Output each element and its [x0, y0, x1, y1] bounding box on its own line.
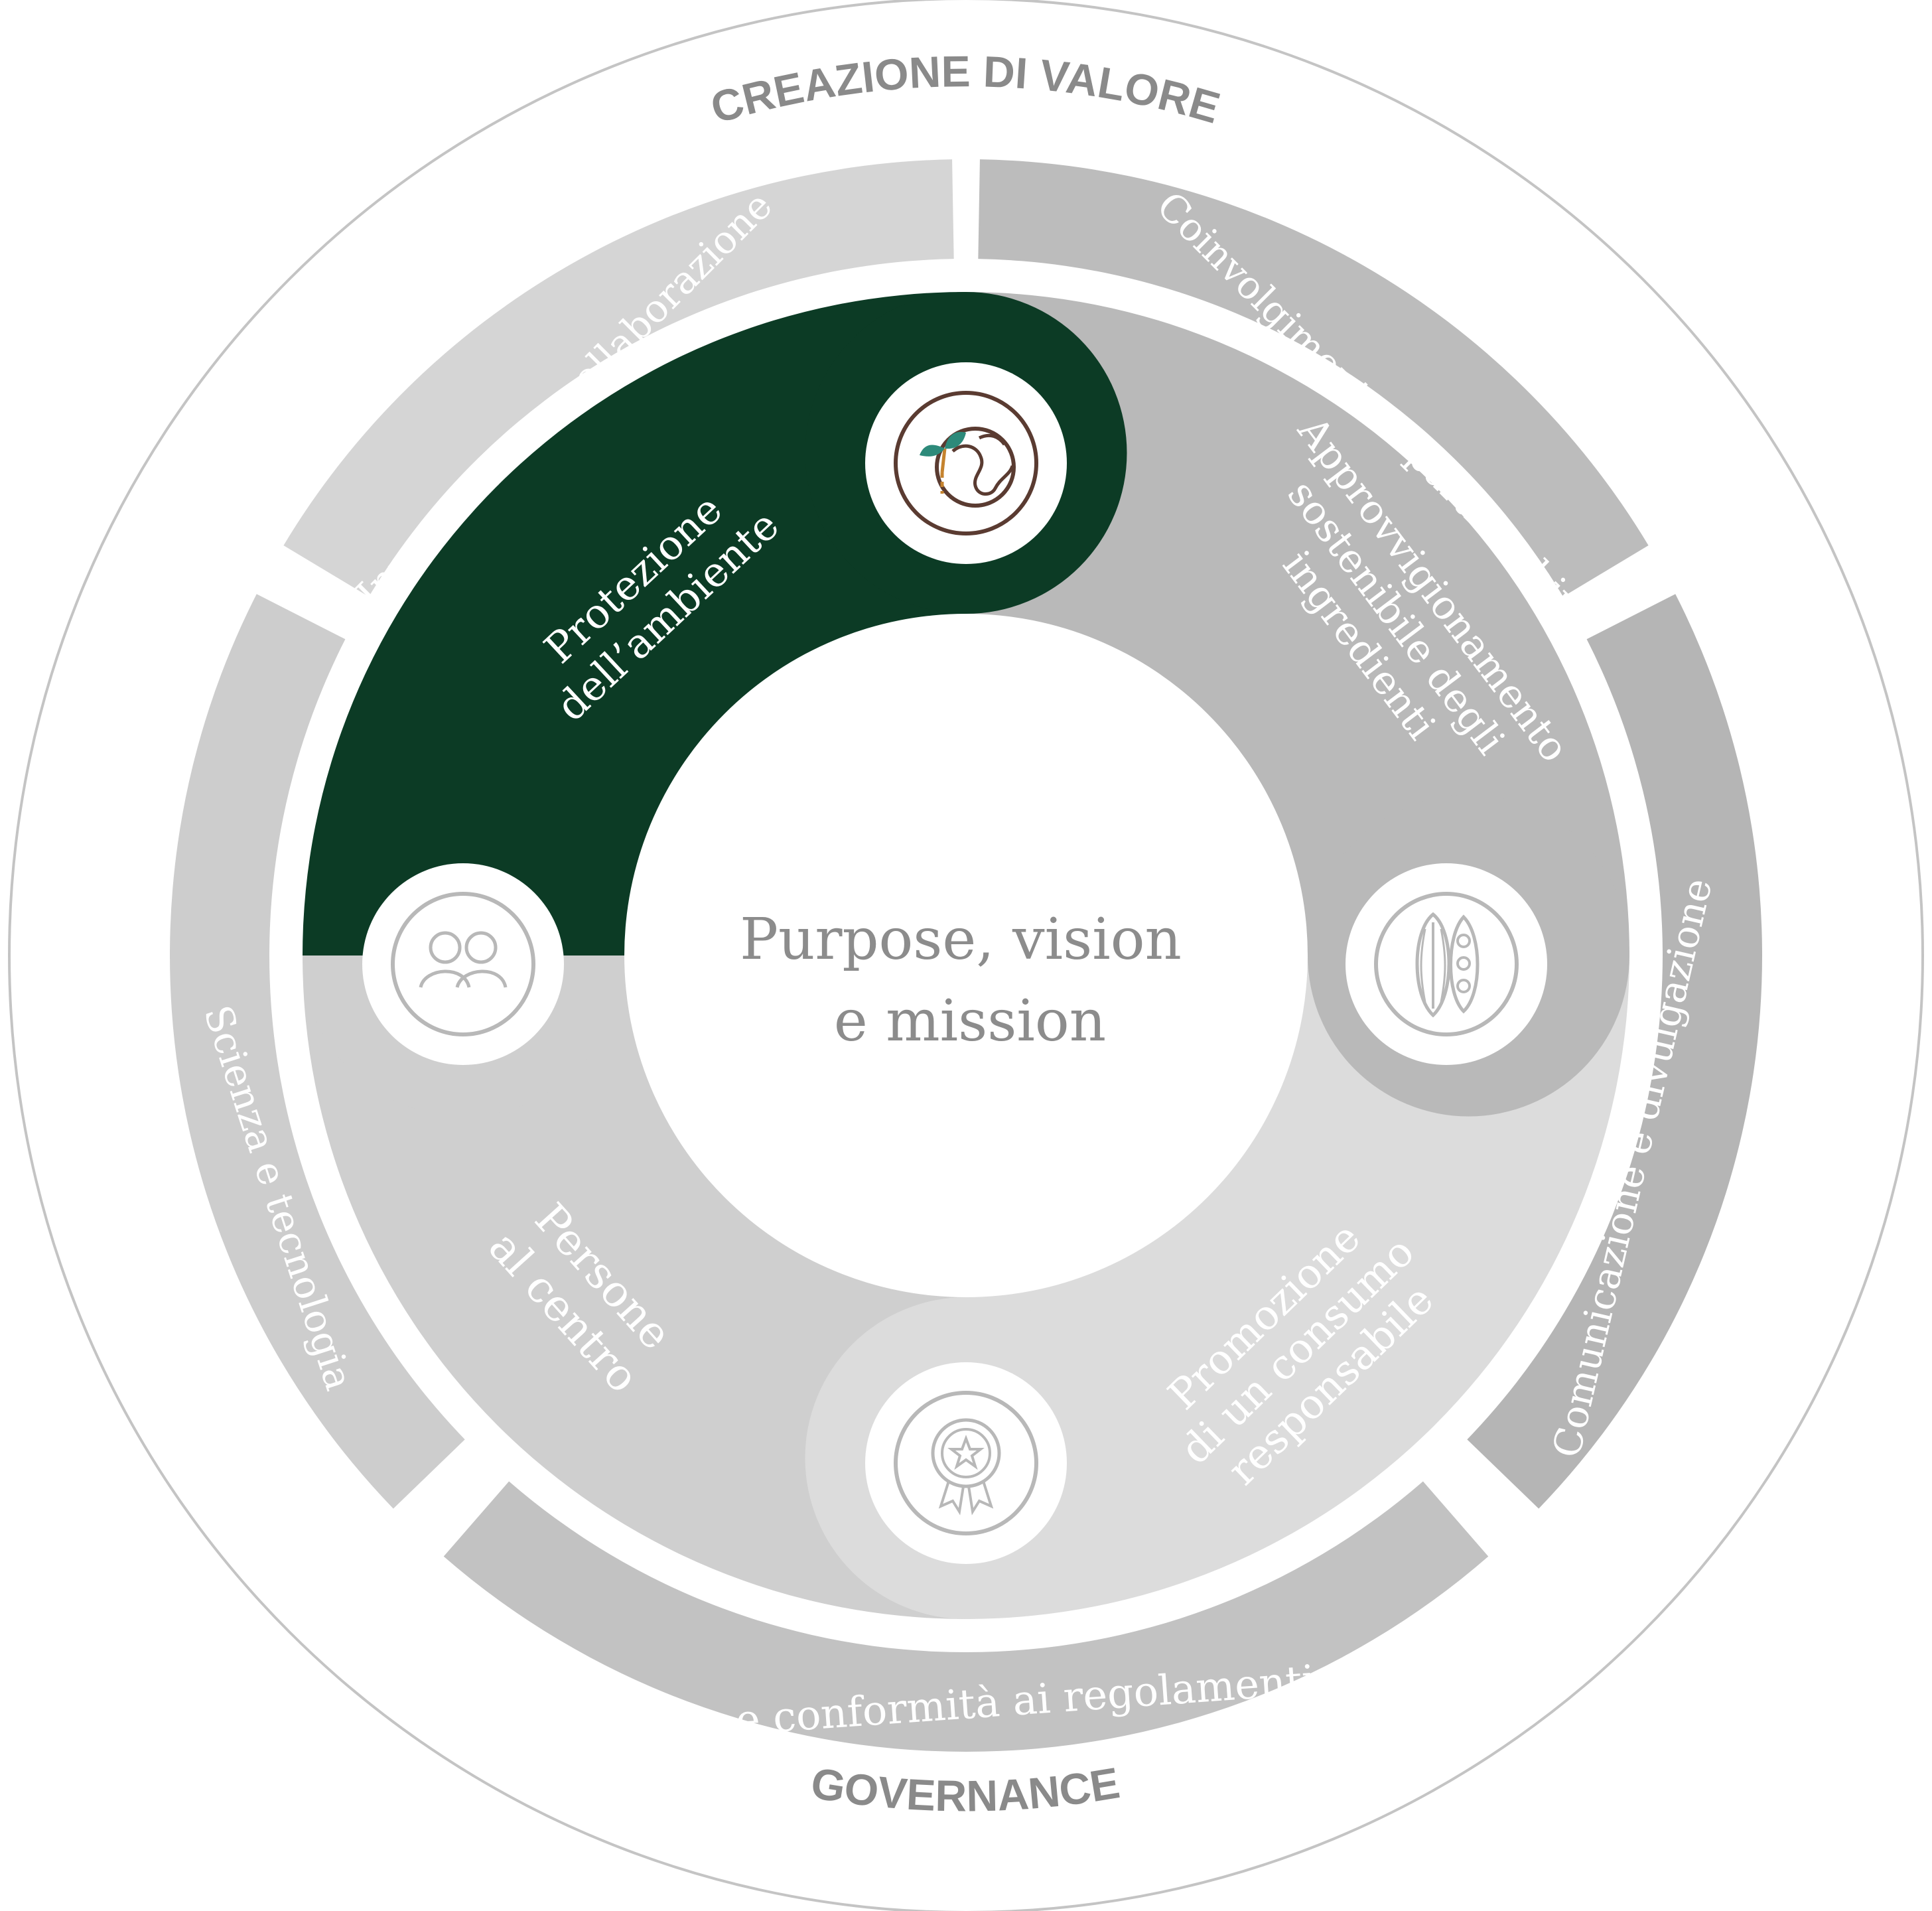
earth-plant-icon [920, 427, 1016, 508]
ring-segment-3 [443, 1481, 1489, 1752]
people-icon [419, 931, 508, 988]
outer-ring [169, 159, 1762, 1752]
pillar-consumo [966, 956, 1629, 1619]
center-title-line1: Purpose, vision [740, 906, 1182, 973]
cocoa-pod-icon [1415, 912, 1480, 1018]
center-circle [628, 617, 1304, 1294]
ring-segment-0 [283, 159, 954, 597]
ring-segment-2 [1467, 594, 1762, 1509]
center-title-line2: e mission [834, 988, 1106, 1054]
pillar-persone [303, 956, 966, 1619]
pillar-ambiente [303, 292, 966, 956]
earth-plant-node [865, 362, 1067, 564]
people-node [362, 863, 564, 1065]
pillar-approvvigionamento [966, 292, 1629, 956]
ring-segment-4 [169, 594, 465, 1509]
cocoa-pod-node [1346, 863, 1547, 1065]
award-badge-node [865, 1362, 1067, 1564]
ring-segment-1 [978, 159, 1649, 597]
award-badge-icon [931, 1418, 1001, 1516]
